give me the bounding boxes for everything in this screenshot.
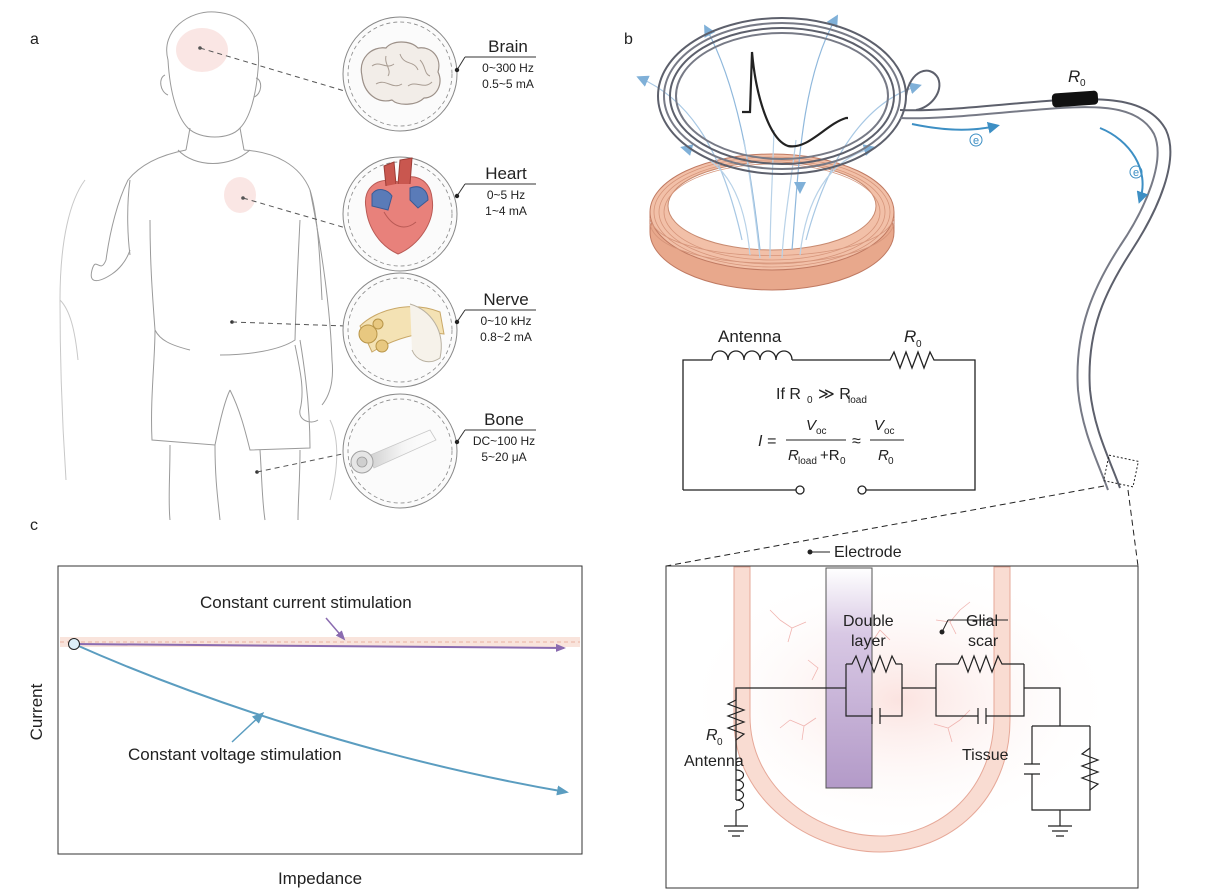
brain-highlight (176, 28, 228, 72)
brain-name: Brain (488, 37, 528, 56)
nerve-name: Nerve (483, 290, 528, 309)
interface-antenna-label: Antenna (684, 753, 744, 770)
brain-amp: 0.5~5 mA (482, 77, 534, 91)
svg-text:0: 0 (807, 395, 813, 406)
neuron-cells (769, 601, 971, 743)
origin-marker (68, 638, 80, 650)
svg-text:0: 0 (888, 456, 894, 467)
transmitter-coil (649, 153, 895, 291)
double-layer-label-2: layer (851, 633, 886, 650)
interface-r0-label: R (706, 727, 718, 744)
y-axis-label: Current (27, 683, 46, 740)
plot-frame (57, 565, 583, 855)
constant-voltage-pointer (231, 711, 265, 743)
x-axis-label: Impedance (278, 869, 362, 888)
svg-text:oc: oc (816, 426, 827, 437)
stimulation-waveform (742, 51, 848, 148)
electron-flow-arrow-1 (911, 121, 1000, 134)
heart-freq: 0~5 Hz (487, 188, 525, 202)
electron-flow-arrow-2 (1099, 127, 1149, 204)
electron-icon-2 (1129, 165, 1143, 179)
zoom-line-right (1127, 489, 1139, 567)
double-layer-label-1: Double (843, 613, 894, 630)
brain-label-dot (454, 67, 460, 73)
glial-scar-sheath (733, 566, 1011, 853)
interface-r0-sub: 0 (717, 737, 723, 748)
heart-circle (342, 156, 458, 272)
zoom-line-left (665, 485, 1105, 567)
heart-label-dot (454, 193, 460, 199)
svg-text:+R: +R (820, 447, 840, 464)
panel-label-c: c (30, 517, 38, 534)
equivalent-circuit (682, 350, 976, 495)
constant-current-line (73, 643, 566, 652)
circuit-condition: If R 0 ≫ R load (776, 386, 867, 406)
nerve-amp: 0.8~2 mA (480, 330, 532, 344)
svg-text:load: load (848, 395, 867, 406)
tissue-label: Tissue (962, 747, 1009, 764)
brain-circle (342, 16, 458, 132)
electrode-shaft (825, 567, 873, 789)
human-figure (59, 11, 338, 521)
svg-text:≈: ≈ (852, 433, 861, 450)
receiver-coil (657, 17, 1172, 491)
electrode-label-dot (807, 549, 813, 555)
constant-current-pointer (325, 617, 346, 641)
magnetic-field-lines (636, 14, 922, 259)
glial-scar-label-1: Glial (966, 613, 998, 630)
circuit-antenna-label: Antenna (718, 327, 782, 346)
circuit-r0-label: R (904, 327, 916, 346)
heart-icon (364, 157, 434, 255)
heart-amp: 1~4 mA (485, 204, 527, 218)
glial-leader (941, 619, 949, 633)
bone-label-dot (454, 439, 460, 445)
brain-icon (360, 41, 441, 105)
svg-text:V: V (806, 417, 818, 434)
coil-resistor (1051, 90, 1099, 108)
coil-resistor-label: R (1068, 67, 1080, 86)
bone-amp: 5~20 μA (481, 450, 526, 464)
panel-label-b: b (624, 31, 633, 48)
constant-current-label: Constant current stimulation (200, 593, 412, 612)
electrode-label: Electrode (834, 544, 902, 561)
bone-name: Bone (484, 410, 524, 429)
brain-freq: 0~300 Hz (482, 61, 534, 75)
bone-freq: DC~100 Hz (473, 434, 535, 448)
svg-text:≫ R: ≫ R (818, 386, 851, 403)
constant-voltage-curve (73, 643, 569, 796)
svg-text:0: 0 (840, 456, 846, 467)
constant-voltage-label: Constant voltage stimulation (128, 745, 342, 764)
bone-icon (350, 429, 437, 474)
organ-connectors (199, 47, 353, 473)
glial-scar-label-2: scar (968, 633, 999, 650)
electron-label-2: e (1133, 167, 1139, 179)
svg-text:R: R (878, 447, 889, 464)
organ-label-leaders (456, 56, 536, 443)
nerve-freq: 0~10 kHz (480, 314, 531, 328)
nerve-circle (342, 272, 458, 388)
bone-circle (342, 393, 458, 509)
svg-text:load: load (798, 456, 817, 467)
svg-text:V: V (874, 417, 886, 434)
interface-circuit (724, 654, 1100, 837)
svg-text:If R: If R (776, 386, 801, 403)
coil-resistor-sub: 0 (1080, 78, 1086, 89)
svg-text:oc: oc (884, 426, 895, 437)
heart-highlight (224, 177, 256, 213)
current-equation: I = V oc R load +R 0 ≈ V oc R 0 (758, 417, 904, 467)
svg-text:I =: I = (758, 433, 776, 450)
nerve-label-dot (454, 319, 460, 325)
electron-label-1: e (973, 135, 979, 147)
nerve-icon (358, 303, 445, 363)
electron-icon-1 (969, 133, 983, 147)
svg-text:R: R (788, 447, 799, 464)
panel-label-a: a (30, 31, 39, 48)
circuit-r0-sub: 0 (916, 339, 922, 350)
heart-name: Heart (485, 164, 527, 183)
